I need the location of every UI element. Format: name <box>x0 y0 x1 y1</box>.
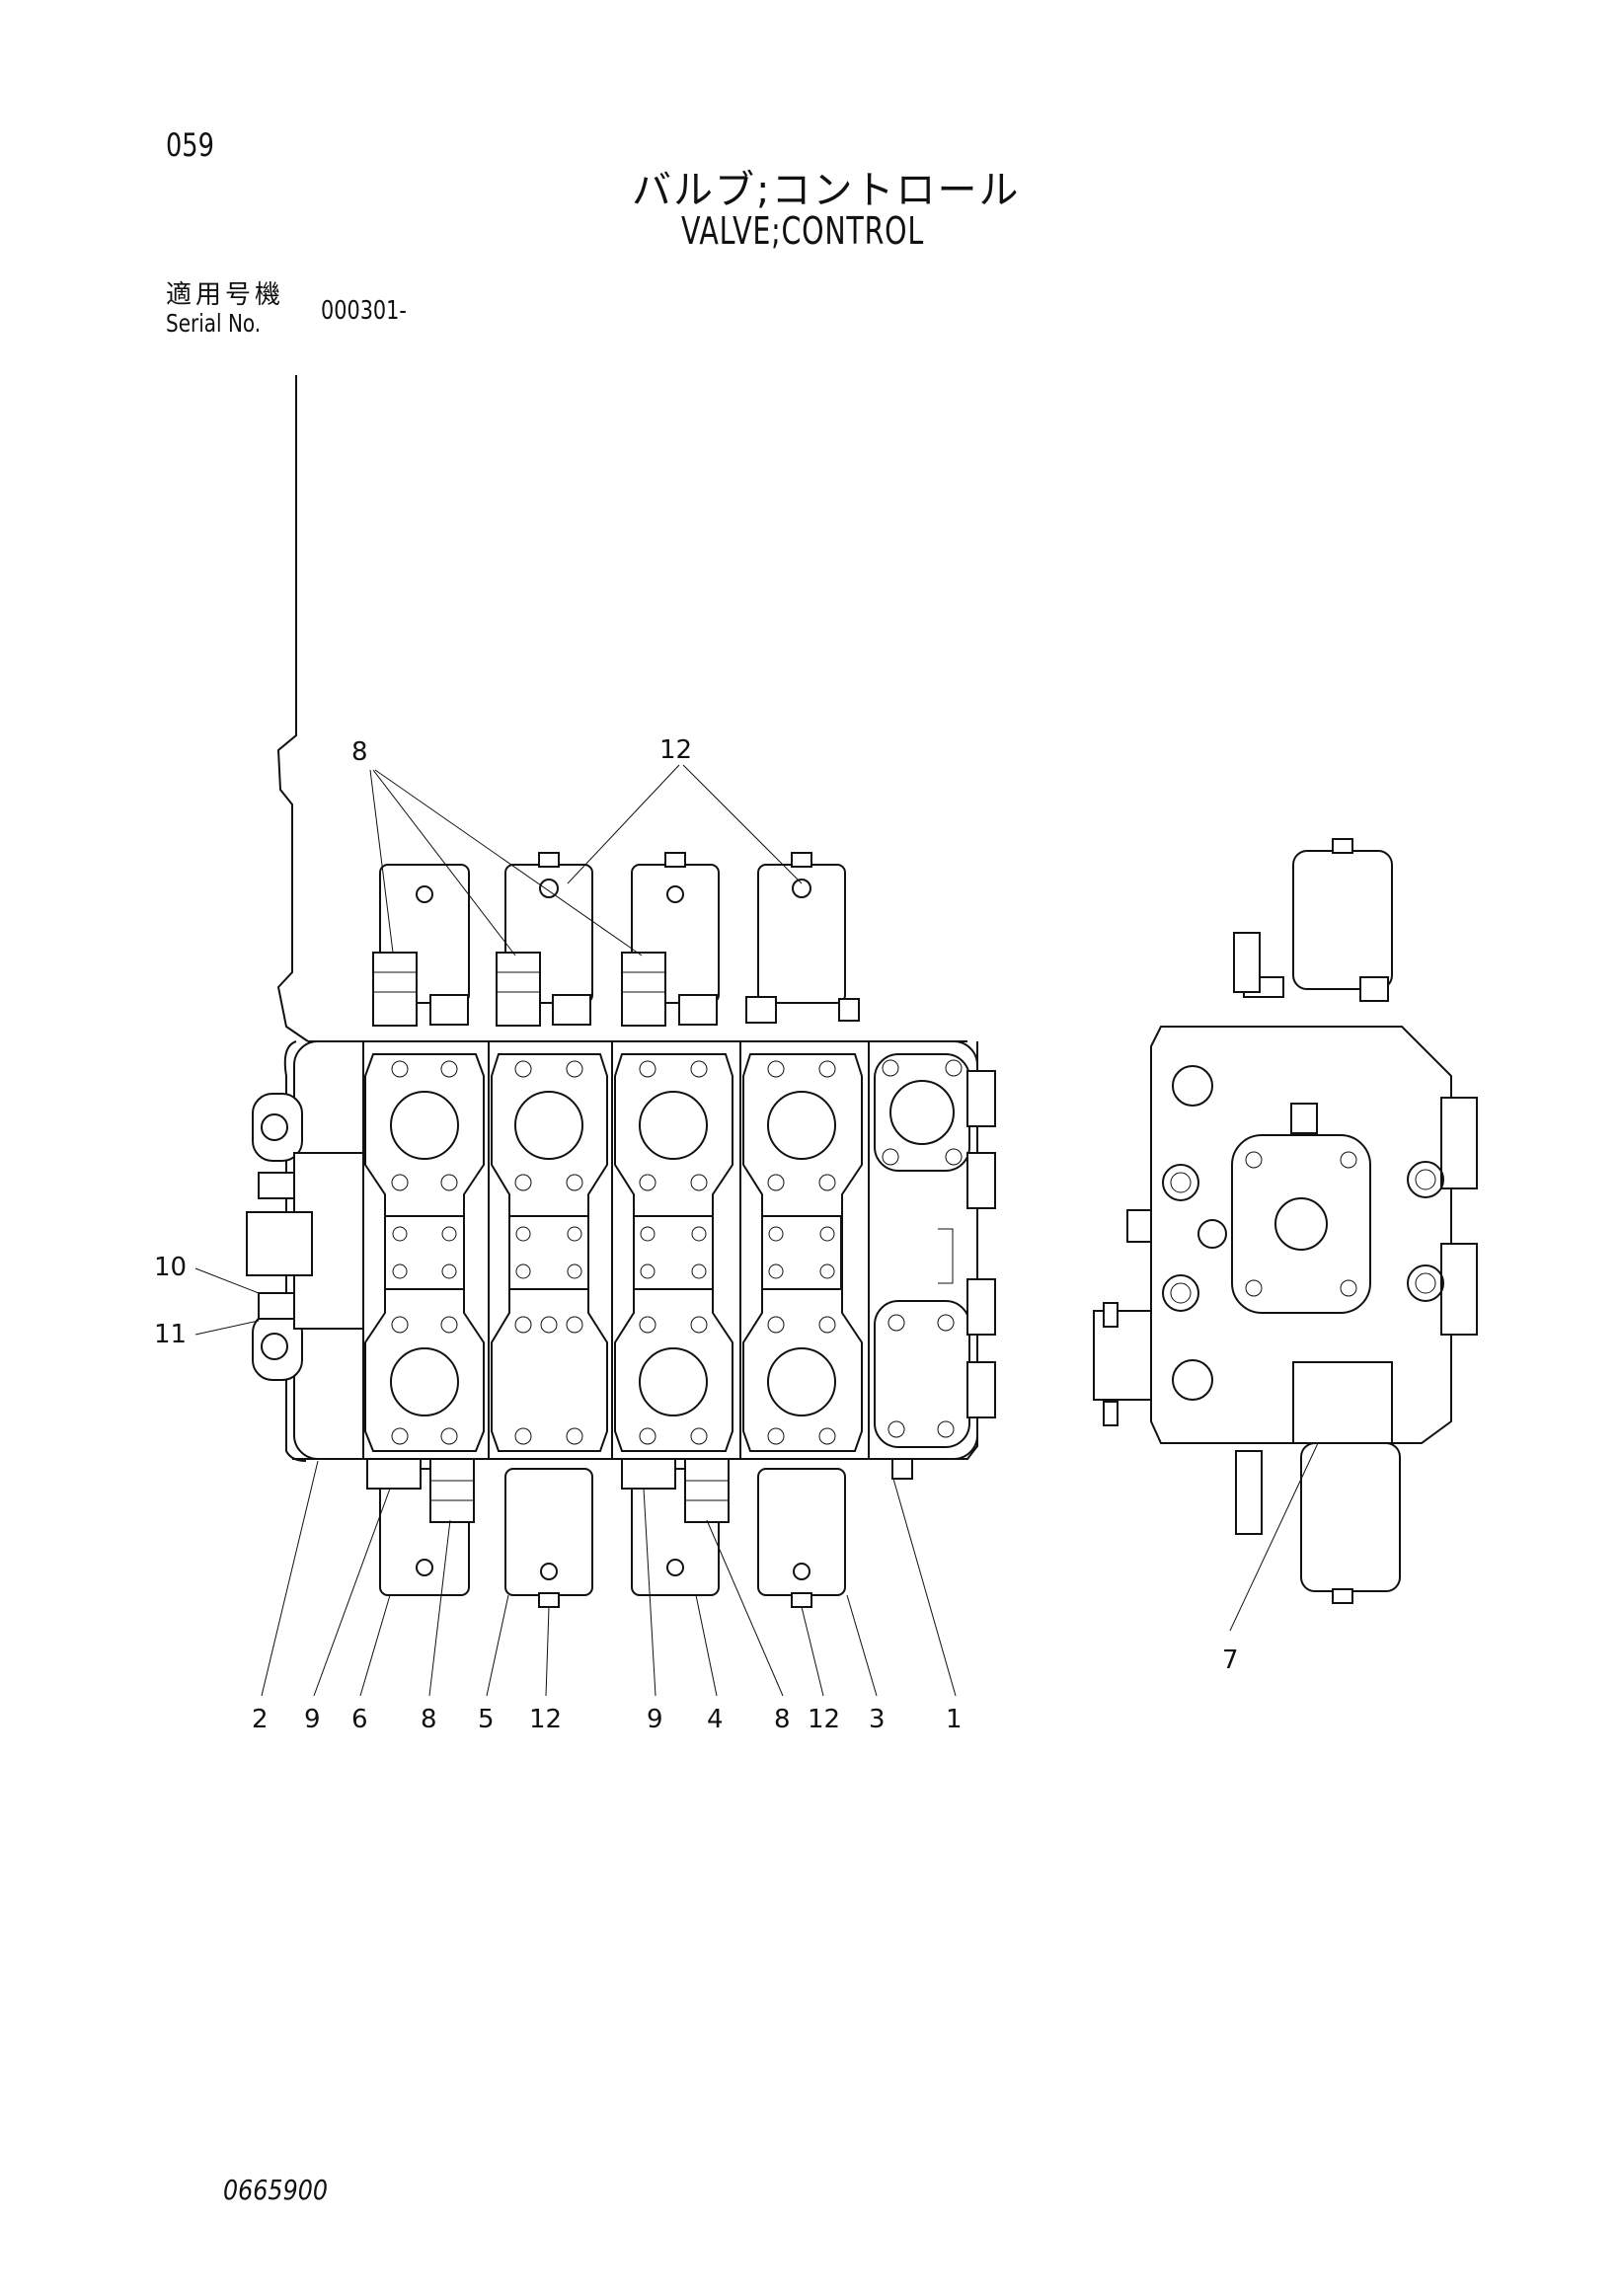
title-english: VALVE;CONTROL <box>681 209 924 253</box>
callout-10: 10 <box>154 1253 187 1282</box>
callout-bottom-12a: 12 <box>529 1705 562 1734</box>
callout-bottom-9a: 9 <box>304 1705 321 1734</box>
callout-bottom-3: 3 <box>869 1705 886 1734</box>
callout-bottom-8a: 8 <box>421 1705 437 1734</box>
callout-12-top: 12 <box>659 735 692 765</box>
callout-7: 7 <box>1222 1645 1239 1675</box>
valve-section-3 <box>614 1053 733 1452</box>
callout-bottom-6: 6 <box>351 1705 368 1734</box>
callout-bottom-9b: 9 <box>647 1705 663 1734</box>
serial-number-value: 000301- <box>321 296 407 326</box>
callout-11: 11 <box>154 1320 187 1349</box>
side-view <box>1093 838 1478 1604</box>
callout-bottom-5: 5 <box>478 1705 495 1734</box>
callout-bottom-12b: 12 <box>808 1705 840 1734</box>
drawing-number: 0665900 <box>223 2174 328 2206</box>
valve-section-2 <box>491 1053 608 1452</box>
leader-lines <box>194 764 1319 1697</box>
serial-label-japanese: 適用号機 <box>166 280 285 310</box>
callout-bottom-1: 1 <box>946 1705 963 1734</box>
valve-section-1 <box>364 1053 485 1452</box>
callout-bottom-2: 2 <box>252 1705 269 1734</box>
callout-bottom-8b: 8 <box>774 1705 791 1734</box>
callout-8-top: 8 <box>351 737 368 767</box>
callout-bottom-4: 4 <box>707 1705 724 1734</box>
valve-section-4 <box>742 1053 863 1452</box>
page-number: 059 <box>166 126 214 164</box>
valve-section-5 <box>874 1053 996 1448</box>
title-japanese: バルブ;コントロール <box>632 168 1021 213</box>
callout-numbers: 8 12 10 11 7 2 9 6 8 5 12 9 4 8 12 3 1 <box>154 735 1239 1734</box>
serial-label-english: Serial No. <box>166 309 262 338</box>
front-view <box>246 375 996 1608</box>
